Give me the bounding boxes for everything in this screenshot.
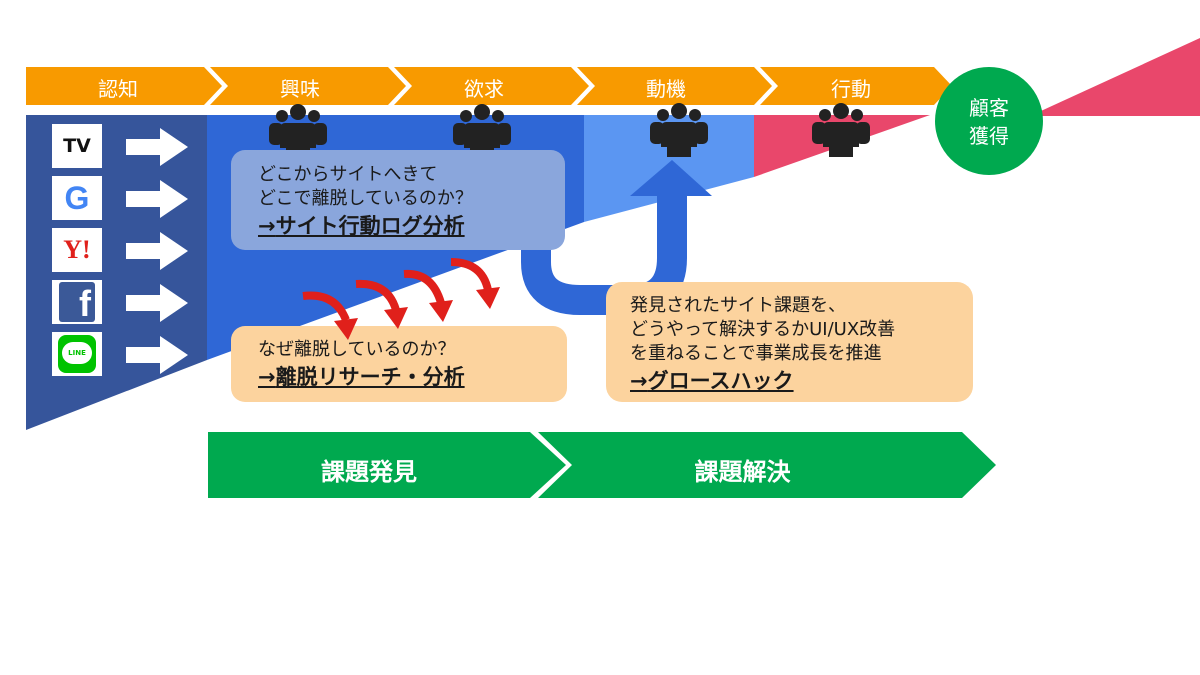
growth-line3: を重ねることで事業成長を推進 bbox=[630, 343, 882, 364]
research-line1: なぜ離脱しているのか？ bbox=[258, 339, 456, 360]
stage-chevron-5 bbox=[760, 67, 952, 105]
growth-line1: 発見されたサイト課題を、 bbox=[630, 295, 846, 316]
growth-arrow: → bbox=[630, 369, 648, 393]
customer-acquisition-circle bbox=[935, 67, 1043, 175]
research-link: 離脱リサーチ・分析 bbox=[275, 365, 465, 389]
arrow-right-icon bbox=[126, 128, 188, 166]
tv-icon: TV bbox=[63, 135, 91, 157]
growth-box-bg bbox=[606, 282, 973, 402]
stage-chevron-2 bbox=[210, 67, 406, 105]
u-turn-arrowhead bbox=[630, 160, 712, 196]
stage-chevron-4 bbox=[577, 67, 772, 105]
people-group-icon bbox=[269, 104, 327, 158]
acquisition-wedge bbox=[1030, 38, 1200, 116]
stage-label-action: 行動 bbox=[831, 77, 871, 101]
stage-label-interest: 興味 bbox=[280, 77, 320, 101]
arrow-right-icon bbox=[126, 336, 188, 374]
google-tile: G bbox=[52, 176, 102, 220]
facebook-letter: f bbox=[79, 283, 91, 324]
dropoff-arrowheads bbox=[334, 287, 500, 340]
analysis-box-bg bbox=[231, 150, 565, 250]
u-turn-arrow-icon bbox=[521, 192, 687, 315]
people-group-icon bbox=[453, 104, 511, 158]
people-group-icon bbox=[812, 103, 870, 157]
arrow-right-icon bbox=[126, 284, 188, 322]
goal-label: 顧客 獲得 bbox=[934, 94, 1044, 150]
analysis-line2: どこで離脱しているのか？ bbox=[258, 188, 473, 209]
growth-line2: どうやって解決するかUI/UX改善 bbox=[630, 319, 896, 340]
yahoo-tile: Y! bbox=[52, 228, 102, 272]
stage-label-awareness: 認知 bbox=[98, 77, 138, 101]
google-icon: G bbox=[64, 180, 90, 216]
research-link-row: →離脱リサーチ・分析 bbox=[258, 362, 465, 392]
analysis-line1: どこからサイトへきて bbox=[258, 164, 438, 185]
growth-link-row: →グロースハック bbox=[630, 366, 895, 396]
research-arrow: → bbox=[258, 365, 276, 389]
phase-chevron-solution bbox=[538, 432, 996, 498]
phase-chevron-discovery bbox=[208, 432, 566, 498]
facebook-tile: f bbox=[52, 280, 102, 324]
stage-chevron-1 bbox=[26, 67, 222, 105]
arrow-right-icon bbox=[126, 232, 188, 270]
stage-label-desire: 欲求 bbox=[464, 77, 504, 101]
research-box-bg bbox=[231, 326, 567, 402]
stage-chevron-3 bbox=[394, 67, 589, 105]
line-icon-text: LINE bbox=[68, 349, 86, 357]
analysis-link-row: →サイト行動ログ分析 bbox=[258, 211, 473, 241]
dropoff-arrows bbox=[302, 258, 492, 322]
phase-label-discovery: 課題発見 bbox=[321, 458, 417, 486]
line-bubble: LINE bbox=[62, 342, 92, 364]
line-icon: LINE bbox=[58, 335, 96, 373]
analysis-arrow: → bbox=[258, 214, 276, 238]
facebook-icon: f bbox=[59, 282, 95, 324]
arrow-right-icon bbox=[126, 180, 188, 218]
growth-link: グロースハック bbox=[647, 369, 794, 393]
yahoo-icon: Y! bbox=[63, 235, 91, 264]
tv-tile: TV bbox=[52, 124, 102, 168]
analysis-link: サイト行動ログ分析 bbox=[275, 214, 465, 238]
goal-label-line2: 獲得 bbox=[969, 124, 1009, 148]
phase-label-solution: 課題解決 bbox=[694, 458, 791, 486]
growth-box: 発見されたサイト課題を、 どうやって解決するかUI/UX改善 を重ねることで事業… bbox=[630, 294, 895, 396]
research-box: なぜ離脱しているのか？ →離脱リサーチ・分析 bbox=[258, 338, 465, 392]
line-tile: LINE bbox=[52, 332, 102, 376]
stage-label-motivation: 動機 bbox=[646, 77, 686, 101]
people-group-icon bbox=[650, 103, 708, 157]
analysis-box: どこからサイトへきて どこで離脱しているのか？ →サイト行動ログ分析 bbox=[258, 163, 473, 241]
goal-label-line1: 顧客 bbox=[969, 96, 1009, 120]
